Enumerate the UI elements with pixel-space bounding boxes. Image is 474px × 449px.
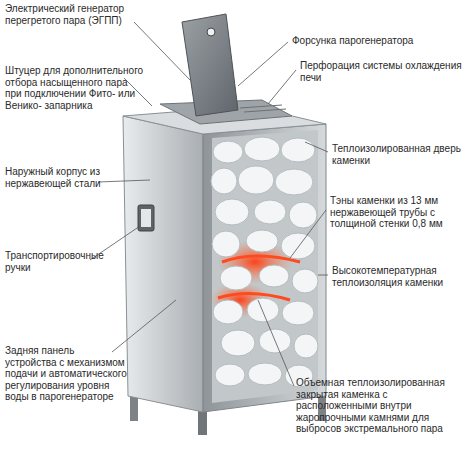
perforation bbox=[240, 105, 286, 112]
callout-label: Форсунка парогенератора bbox=[292, 35, 470, 47]
front-frame bbox=[203, 124, 326, 412]
callout-label: Теплоизолированная дверь каменки bbox=[332, 143, 470, 166]
callout-label: Задняя панель устройства с механизмом по… bbox=[5, 345, 127, 403]
heating-tube bbox=[218, 293, 290, 300]
side-panel bbox=[123, 116, 203, 412]
callout-label: Наружный корпус из нержавеющей стали bbox=[5, 166, 105, 189]
steam-generator-lid bbox=[182, 14, 238, 116]
callout-label: Тэны каменки из 13 мм нержавеющей трубы … bbox=[330, 195, 470, 230]
stones bbox=[211, 137, 318, 387]
callout-label: Перфорация системы охлаждения печи bbox=[300, 60, 470, 83]
stone-chamber bbox=[212, 130, 318, 403]
callout-label: Высокотемпературная теплоизоляция каменк… bbox=[332, 265, 470, 288]
leg bbox=[130, 395, 138, 421]
handle bbox=[138, 205, 154, 231]
callout-label: Объемная теплоизолированная закрытая кам… bbox=[296, 377, 471, 435]
callout-label: Электрический генератор перегретого пара… bbox=[5, 3, 133, 26]
callout-label: Штуцер для дополнительного отбора насыще… bbox=[5, 65, 145, 111]
callout-label: Транспортировочные ручки bbox=[5, 250, 105, 273]
handle-grip bbox=[141, 209, 151, 227]
lid-hole bbox=[207, 28, 215, 36]
